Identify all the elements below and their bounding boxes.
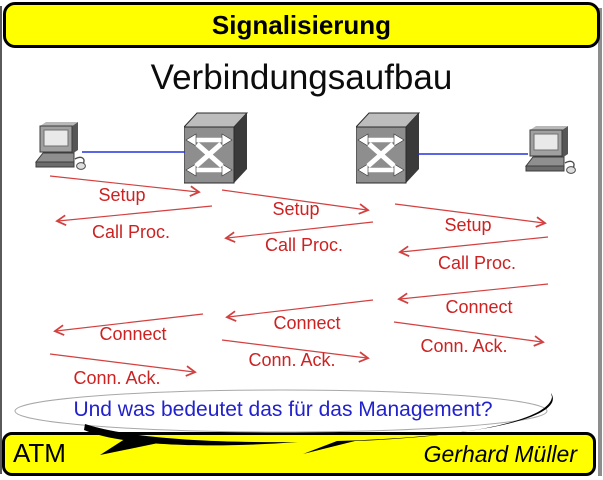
message-label: Conn. Ack. <box>420 336 508 356</box>
message-label: Connect <box>99 324 167 344</box>
callproc-arrow-hop1 <box>55 205 213 226</box>
footer-author: Gerhard Müller <box>423 441 577 467</box>
message-label: Call Proc. <box>91 222 171 242</box>
bubble-question: Und was bedeutet das für das Management? <box>73 398 493 421</box>
message-label: Connect <box>273 313 341 333</box>
message-label: Setup <box>98 185 146 205</box>
page-title: Verbindungsaufbau <box>150 58 453 97</box>
slide-border-right <box>598 8 602 476</box>
slide-title: Signalisierung <box>211 9 392 40</box>
atm-switch-icon <box>356 112 420 184</box>
computer-icon <box>34 122 86 170</box>
footer-bar: ATM Gerhard Müller <box>2 432 596 476</box>
message-label: Setup <box>444 215 492 235</box>
footer-project-label: ATM <box>13 438 66 468</box>
message-label: Call Proc. <box>437 253 517 273</box>
message-label: Setup <box>272 199 320 219</box>
computer-icon <box>524 126 576 174</box>
message-label: Conn. Ack. <box>73 368 161 388</box>
message-label: Connect <box>445 297 513 317</box>
title-banner: Signalisierung <box>3 2 600 48</box>
message-label: Call Proc. <box>264 235 344 255</box>
message-label: Conn. Ack. <box>248 350 336 370</box>
callproc-arrow-hop3 <box>398 236 549 257</box>
atm-switch-icon <box>184 112 248 184</box>
slide-border-left <box>0 6 2 474</box>
